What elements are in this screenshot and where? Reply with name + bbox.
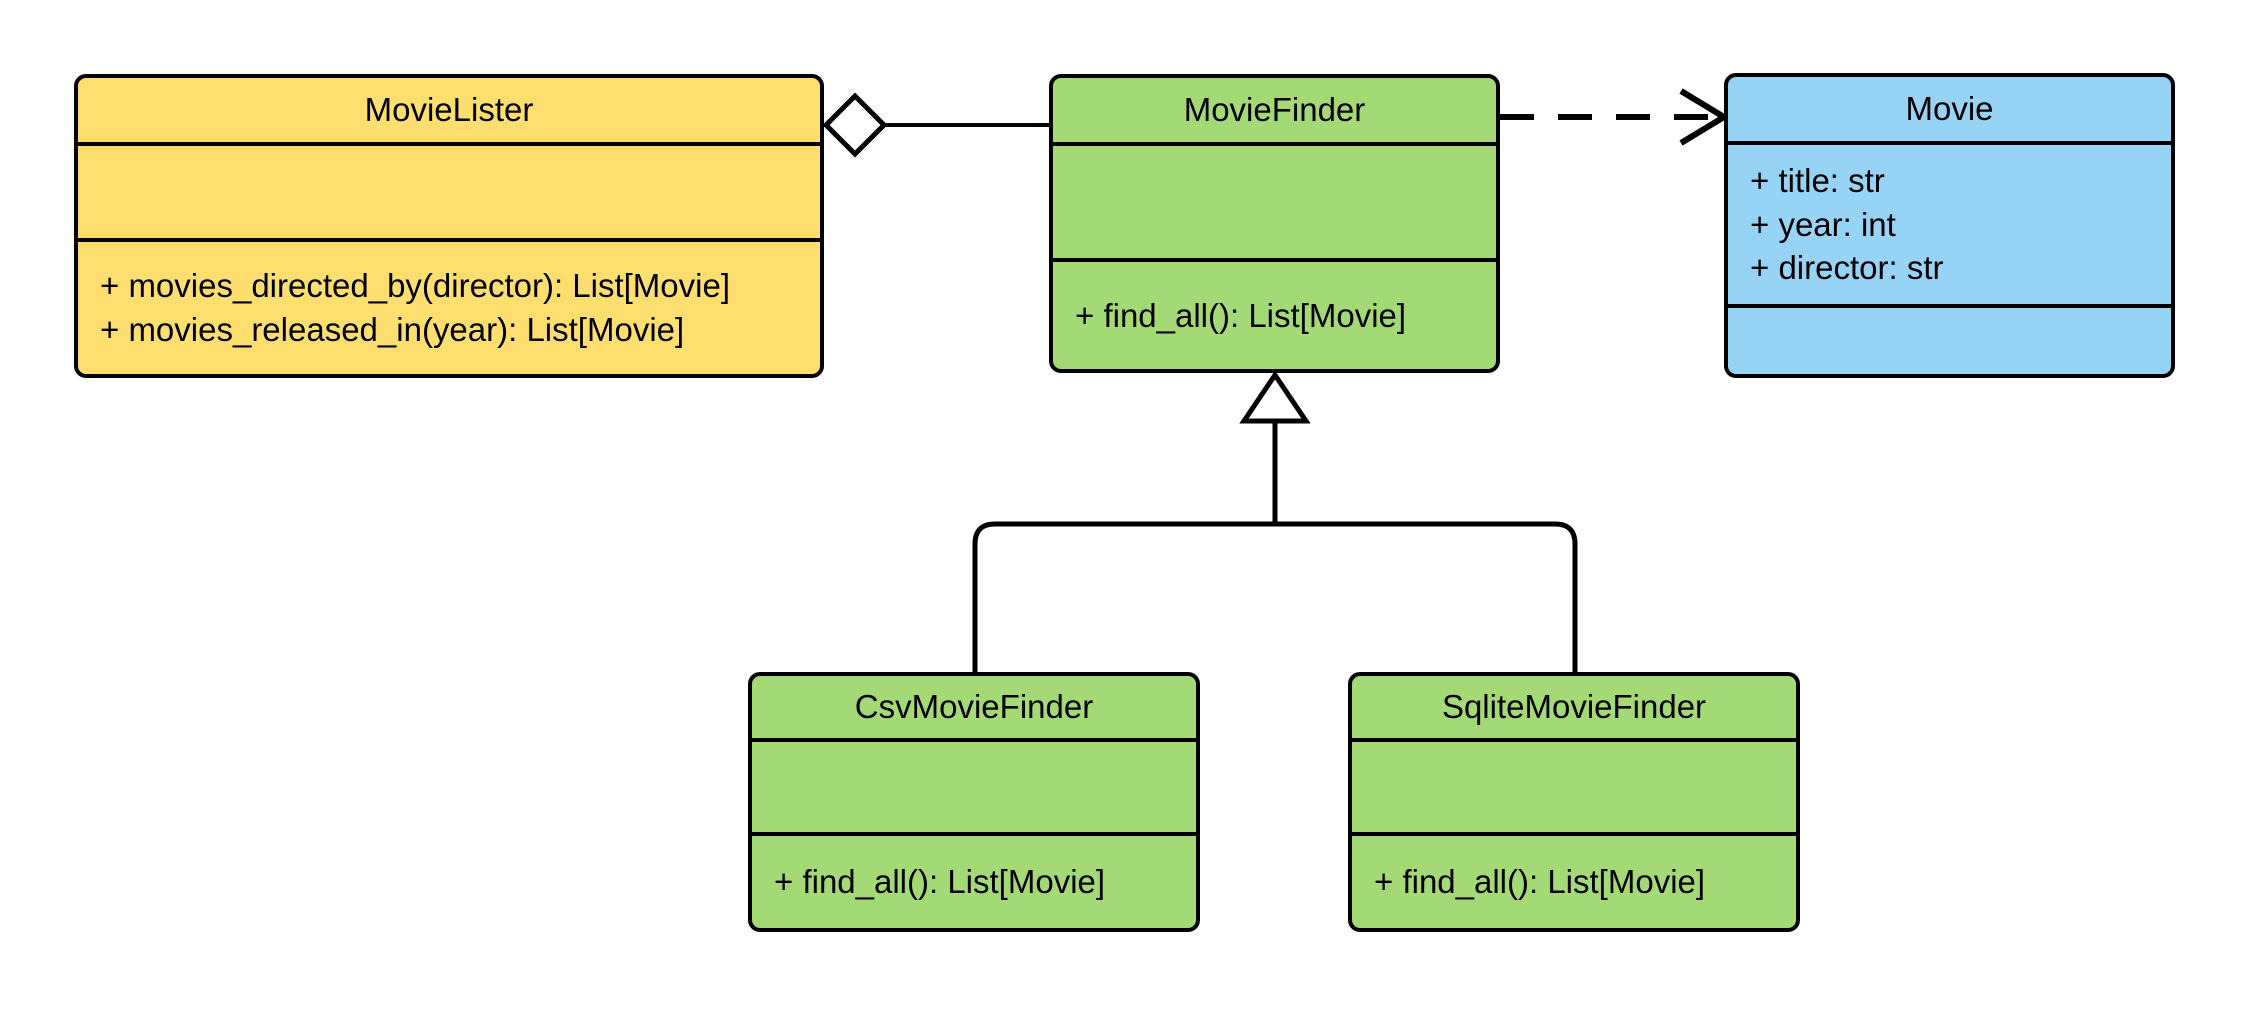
method-list: + movies_directed_by(director): List[Mov… (78, 264, 820, 351)
attributes-compartment (78, 142, 820, 238)
class-box-movie[interactable]: Movie + title: str + year: int + directo… (1724, 73, 2175, 378)
class-box-csv-movie-finder[interactable]: CsvMovieFinder + find_all(): List[Movie] (748, 672, 1200, 932)
class-name-compartment: MovieLister (78, 78, 820, 142)
class-title: MovieLister (364, 91, 534, 129)
method-item: + find_all(): List[Movie] (774, 863, 1106, 901)
attribute-item: + year: int (1750, 205, 1896, 243)
edge-generalization-tree (972, 370, 1578, 672)
class-title: MovieFinder (1183, 91, 1366, 129)
class-name-compartment: CsvMovieFinder (752, 676, 1196, 738)
methods-compartment: + find_all(): List[Movie] (1053, 258, 1496, 369)
method-list: + find_all(): List[Movie] (1352, 860, 1796, 904)
method-list: + find_all(): List[Movie] (1053, 294, 1496, 338)
class-title: Movie (1905, 90, 1994, 128)
class-title: CsvMovieFinder (854, 688, 1094, 726)
class-box-sqlite-movie-finder[interactable]: SqliteMovieFinder + find_all(): List[Mov… (1348, 672, 1800, 932)
class-name-compartment: Movie (1728, 77, 2171, 141)
generalization-branch-bar (972, 521, 1578, 672)
hollow-diamond-marker (822, 92, 888, 158)
attributes-compartment (1352, 738, 1796, 832)
methods-compartment: + movies_directed_by(director): List[Mov… (78, 238, 820, 374)
methods-compartment (1728, 304, 2171, 374)
class-title: SqliteMovieFinder (1441, 688, 1707, 726)
methods-compartment: + find_all(): List[Movie] (1352, 832, 1796, 928)
edge-dependency-finder-movie (1500, 88, 1730, 146)
method-item: + find_all(): List[Movie] (1374, 863, 1706, 901)
methods-compartment: + find_all(): List[Movie] (752, 832, 1196, 928)
attribute-item: + title: str (1750, 162, 1885, 200)
attribute-list: + title: str + year: int + director: str (1728, 159, 2171, 290)
open-arrow-marker (1679, 88, 1730, 146)
method-item: + find_all(): List[Movie] (1075, 296, 1407, 334)
edge-aggregation-lister-finder (822, 92, 1049, 158)
attribute-item: + director: str (1750, 249, 1944, 287)
class-name-compartment: SqliteMovieFinder (1352, 676, 1796, 738)
attributes-compartment (1053, 142, 1496, 258)
attributes-compartment: + title: str + year: int + director: str (1728, 141, 2171, 304)
class-box-movie-lister[interactable]: MovieLister + movies_directed_by(directo… (74, 74, 824, 378)
class-box-movie-finder[interactable]: MovieFinder + find_all(): List[Movie] (1049, 74, 1500, 373)
method-list: + find_all(): List[Movie] (752, 860, 1196, 904)
attributes-compartment (752, 738, 1196, 832)
hollow-triangle-marker (1239, 370, 1311, 424)
class-name-compartment: MovieFinder (1053, 78, 1496, 142)
method-item: + movies_released_in(year): List[Movie] (100, 311, 685, 348)
method-item: + movies_directed_by(director): List[Mov… (100, 267, 730, 305)
